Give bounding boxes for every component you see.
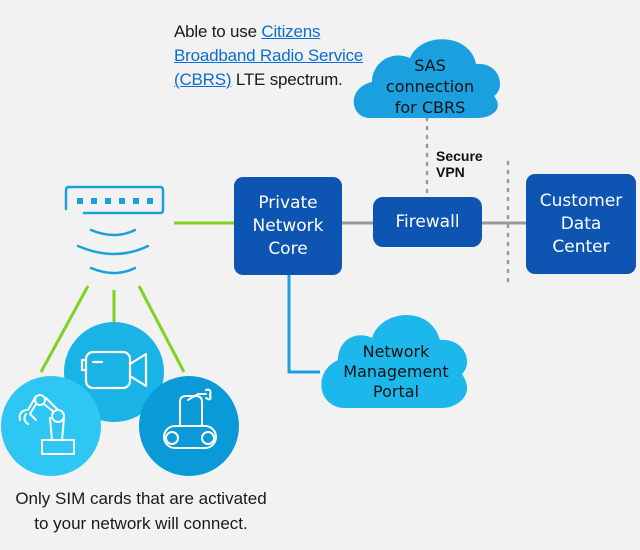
blue-connector-core-portal (287, 275, 320, 374)
firewall-box[interactable]: Firewall (373, 197, 482, 247)
secure-vpn-label: Secure VPN (436, 148, 483, 180)
cbrs-note: Able to use Citizens Broadband Radio Ser… (174, 20, 384, 92)
sas-line-2: connection (385, 77, 475, 96)
sim-note-line-2: to your network will connect. (34, 514, 248, 533)
video-camera-icon (80, 350, 148, 390)
core-line-3: Core (268, 238, 308, 259)
datacenter-line-3: Center (552, 236, 610, 257)
device-rover (139, 376, 239, 476)
antenna-router-icon (64, 185, 165, 275)
sas-line-1: SAS (414, 56, 446, 75)
datacenter-line-1: Customer (539, 190, 623, 211)
core-line-1: Private (258, 192, 318, 213)
robotic-arm-icon (18, 394, 75, 455)
sas-cloud-icon (353, 39, 500, 118)
portal-line-2: Management (343, 362, 449, 381)
portal-line-1: Network (362, 342, 430, 361)
cbrs-link[interactable]: Citizens Broadband Radio Service (CBRS) (174, 22, 364, 89)
customer-data-center-box[interactable]: Customer Data Center (526, 174, 636, 274)
firewall-label: Firewall (395, 211, 460, 232)
portal-line-3: Portal (373, 382, 419, 401)
rover-robot-icon (163, 388, 217, 449)
cbrs-note-prefix: Able to use (174, 22, 262, 41)
sas-line-3: for CBRS (394, 98, 466, 117)
vpn-line-2: VPN (436, 164, 465, 180)
core-line-2: Network (252, 215, 324, 236)
green-connector-rover (137, 285, 186, 373)
green-connector-arm (39, 285, 90, 373)
sas-cloud-label: SAS connection for CBRS (372, 55, 488, 118)
sim-note-line-1: Only SIM cards that are activated (15, 489, 267, 508)
sim-card-note: Only SIM cards that are activated to you… (0, 486, 282, 536)
datacenter-line-2: Data (560, 213, 602, 234)
private-network-core-box[interactable]: Private Network Core (234, 177, 342, 275)
cbrs-note-suffix: LTE spectrum. (231, 70, 343, 89)
portal-cloud-label: Network Management Portal (336, 342, 456, 402)
vpn-line-1: Secure (436, 148, 483, 164)
portal-cloud-icon (321, 314, 468, 408)
device-robotic-arm (1, 376, 101, 476)
